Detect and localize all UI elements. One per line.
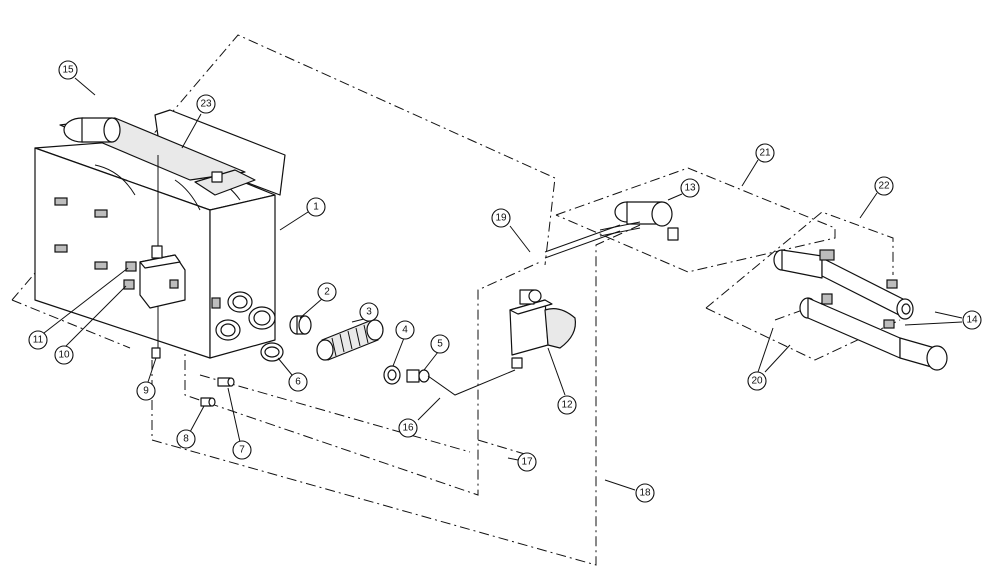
callout-22: 22 (874, 176, 894, 196)
callout-21-label: 21 (759, 148, 771, 159)
hydraulic-cylinders-14 (773, 249, 948, 371)
callout-8-label: 8 (183, 434, 189, 445)
callout-1-label: 1 (313, 202, 319, 213)
callout-7-label: 7 (239, 445, 245, 456)
callout-19-label: 19 (495, 213, 507, 224)
callout-17: 17 (517, 452, 537, 472)
callout-12: 12 (557, 395, 577, 415)
callout-15-label: 15 (62, 65, 74, 76)
callout-5-label: 5 (437, 339, 443, 350)
hose-13-12b (544, 230, 621, 259)
callout-19: 19 (491, 208, 511, 228)
callout-10: 10 (54, 345, 74, 365)
callout-14-label: 14 (966, 315, 978, 326)
callout-5: 5 (430, 334, 450, 354)
callout-11-label: 11 (33, 335, 44, 346)
callout-10-label: 10 (58, 350, 70, 361)
pump-motor-13 (599, 201, 679, 241)
callout-1: 1 (306, 197, 326, 217)
hose-13-12 (544, 224, 621, 253)
callout-17-label: 17 (521, 457, 533, 468)
callout-21: 21 (755, 143, 775, 163)
hose-16 (427, 369, 516, 396)
leader-21 (741, 159, 759, 187)
solenoid-valve-12 (509, 289, 577, 369)
callout-23: 23 (196, 94, 216, 114)
callout-23-label: 23 (200, 99, 212, 110)
callout-4-label: 4 (402, 325, 408, 336)
callout-18-label: 18 (639, 488, 651, 499)
callout-13-label: 13 (684, 183, 696, 194)
hydraulic-reservoir-tank (34, 109, 286, 359)
callout-9-label: 9 (143, 386, 149, 397)
callout-18: 18 (635, 483, 655, 503)
callout-2: 2 (317, 282, 337, 302)
leader-22 (859, 192, 878, 219)
callout-15: 15 (58, 60, 78, 80)
callout-3-label: 3 (366, 307, 372, 318)
callout-3: 3 (359, 302, 379, 322)
callout-2-label: 2 (324, 287, 330, 298)
callout-16: 16 (398, 418, 418, 438)
callout-20-label: 20 (751, 376, 763, 387)
callout-8: 8 (176, 429, 196, 449)
callout-20: 20 (747, 371, 767, 391)
callout-14: 14 (962, 310, 982, 330)
callout-22-label: 22 (878, 181, 890, 192)
callout-11: 11 (28, 330, 48, 350)
callout-12-label: 12 (561, 400, 573, 411)
control-valve-block (123, 245, 186, 359)
callout-9: 9 (136, 381, 156, 401)
callout-7: 7 (232, 440, 252, 460)
filter-fittings (200, 315, 430, 407)
callout-16-label: 16 (402, 423, 414, 434)
callout-13: 13 (680, 178, 700, 198)
callout-6-label: 6 (295, 377, 301, 388)
callout-6: 6 (288, 372, 308, 392)
callout-4: 4 (395, 320, 415, 340)
